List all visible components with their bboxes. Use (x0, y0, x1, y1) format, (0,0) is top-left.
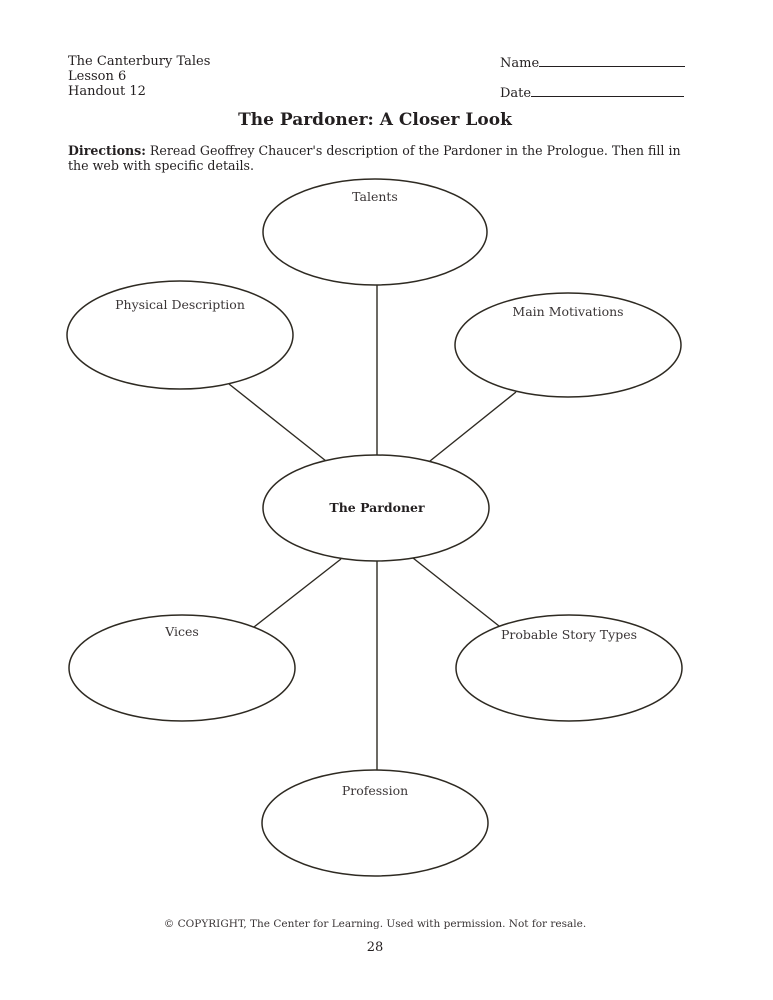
copyright-notice: © COPYRIGHT, The Center for Learning. Us… (163, 918, 587, 930)
node-profession[interactable] (261, 769, 489, 877)
page-number: 28 (366, 940, 384, 955)
connector-physical-description (228, 383, 327, 462)
label-profession: Profession (342, 783, 408, 798)
node-vices[interactable] (68, 614, 296, 722)
connector-probable-story-types (412, 557, 500, 627)
header-info: The Canterbury Tales Lesson 6 Handout 12 (68, 54, 210, 99)
handout-number: Handout 12 (68, 84, 146, 99)
node-talents[interactable] (262, 178, 488, 286)
node-main-motivations[interactable] (454, 292, 682, 398)
page-title: The Pardoner: A Closer Look (238, 110, 512, 130)
directions-text: Reread Geoffrey Chaucer's description of… (68, 143, 681, 173)
label-probable-story-types: Probable Story Types (501, 627, 637, 642)
date-field[interactable]: Date (500, 84, 685, 101)
node-physical-description[interactable] (66, 280, 294, 390)
label-physical-description: Physical Description (115, 297, 245, 312)
date-blank-line[interactable] (531, 84, 685, 97)
course-title: The Canterbury Tales (68, 54, 211, 69)
directions-label: Directions: (68, 143, 146, 158)
date-label: Date (500, 86, 532, 101)
name-label: Name (500, 56, 540, 71)
connector-vices (253, 558, 342, 628)
node-center-pardoner[interactable] (262, 454, 490, 562)
name-blank-line[interactable] (539, 54, 686, 67)
label-main-motivations: Main Motivations (512, 304, 623, 319)
name-field[interactable]: Name (500, 54, 686, 71)
label-talents: Talents (352, 189, 398, 204)
connector-main-motivations (429, 391, 517, 462)
node-probable-story-types[interactable] (455, 614, 683, 722)
label-vices: Vices (164, 624, 199, 639)
lesson-number: Lesson 6 (68, 69, 127, 84)
label-center-pardoner: The Pardoner (329, 500, 425, 515)
directions: Directions: Reread Geoffrey Chaucer's de… (68, 143, 688, 173)
